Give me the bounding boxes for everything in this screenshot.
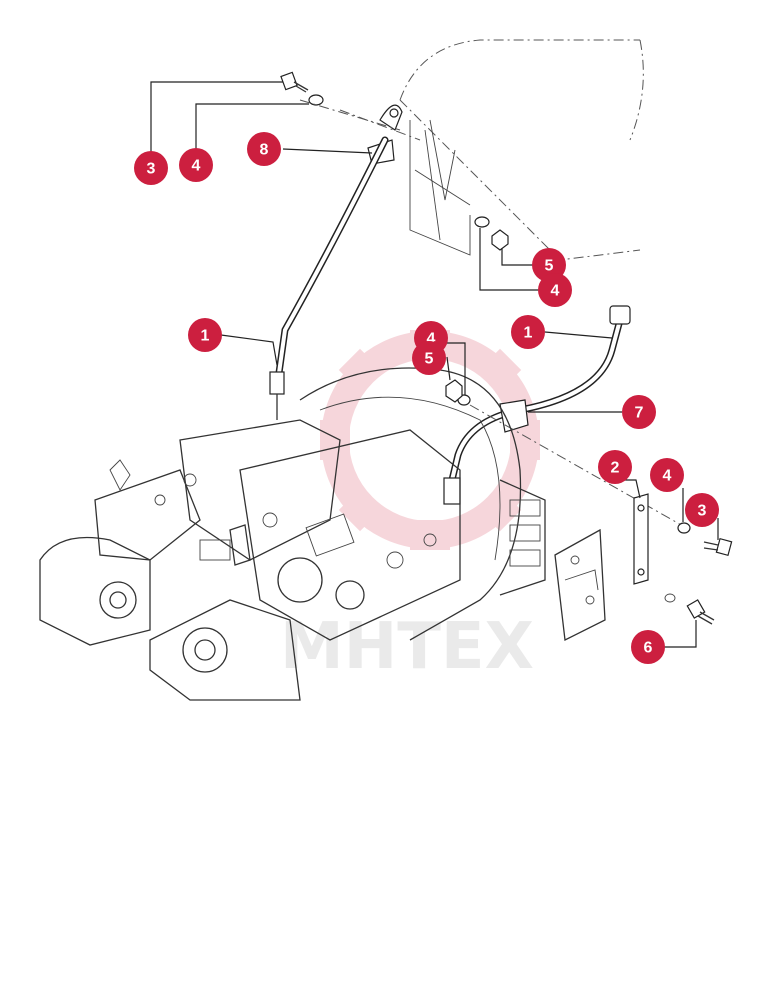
- callout-8: 8: [247, 132, 281, 166]
- nut-center: [445, 379, 463, 403]
- callout-1-left: 1: [188, 318, 222, 352]
- svg-text:4: 4: [551, 283, 560, 300]
- svg-text:4: 4: [192, 158, 201, 175]
- callout-3-top: 3: [134, 151, 168, 185]
- strap-bar: [633, 493, 649, 585]
- callout-3-right: 3: [685, 493, 719, 527]
- washer-right: [677, 522, 691, 534]
- svg-text:8: 8: [260, 142, 269, 159]
- svg-text:2: 2: [611, 460, 620, 477]
- hose-left: [269, 136, 389, 420]
- svg-text:5: 5: [545, 258, 554, 275]
- watermark-text: MHTEX: [280, 610, 534, 684]
- bolt-lower: [686, 599, 715, 625]
- nut-upper-right: [491, 229, 509, 251]
- tank-outline: [339, 39, 644, 261]
- callout-6: 6: [631, 630, 665, 664]
- bolt-right: [703, 537, 733, 557]
- washer-lower: [664, 593, 676, 603]
- callout-5-center: 5: [412, 341, 446, 375]
- svg-text:6: 6: [644, 640, 653, 657]
- callout-4-top: 4: [179, 148, 213, 182]
- svg-text:1: 1: [524, 325, 533, 342]
- svg-text:3: 3: [147, 161, 156, 178]
- mounting-bracket: [554, 528, 606, 641]
- callout-4-right: 4: [650, 458, 684, 492]
- svg-text:4: 4: [663, 468, 672, 485]
- washer-top: [308, 94, 324, 106]
- callout-7: 7: [622, 395, 656, 429]
- washer-upper-right: [474, 216, 490, 228]
- svg-text:1: 1: [201, 328, 210, 345]
- callout-4-upper-right: 4: [538, 273, 572, 307]
- clamp-bracket: [367, 104, 403, 165]
- callout-2: 2: [598, 450, 632, 484]
- leader-lines: [150, 81, 719, 648]
- svg-text:7: 7: [635, 405, 644, 422]
- svg-text:5: 5: [425, 351, 434, 368]
- bolt-top: [280, 71, 309, 93]
- svg-text:4: 4: [427, 331, 436, 348]
- svg-text:3: 3: [698, 503, 707, 520]
- transmission-assembly: [39, 367, 546, 701]
- hose-right: [443, 305, 631, 505]
- callout-1-right: 1: [511, 315, 545, 349]
